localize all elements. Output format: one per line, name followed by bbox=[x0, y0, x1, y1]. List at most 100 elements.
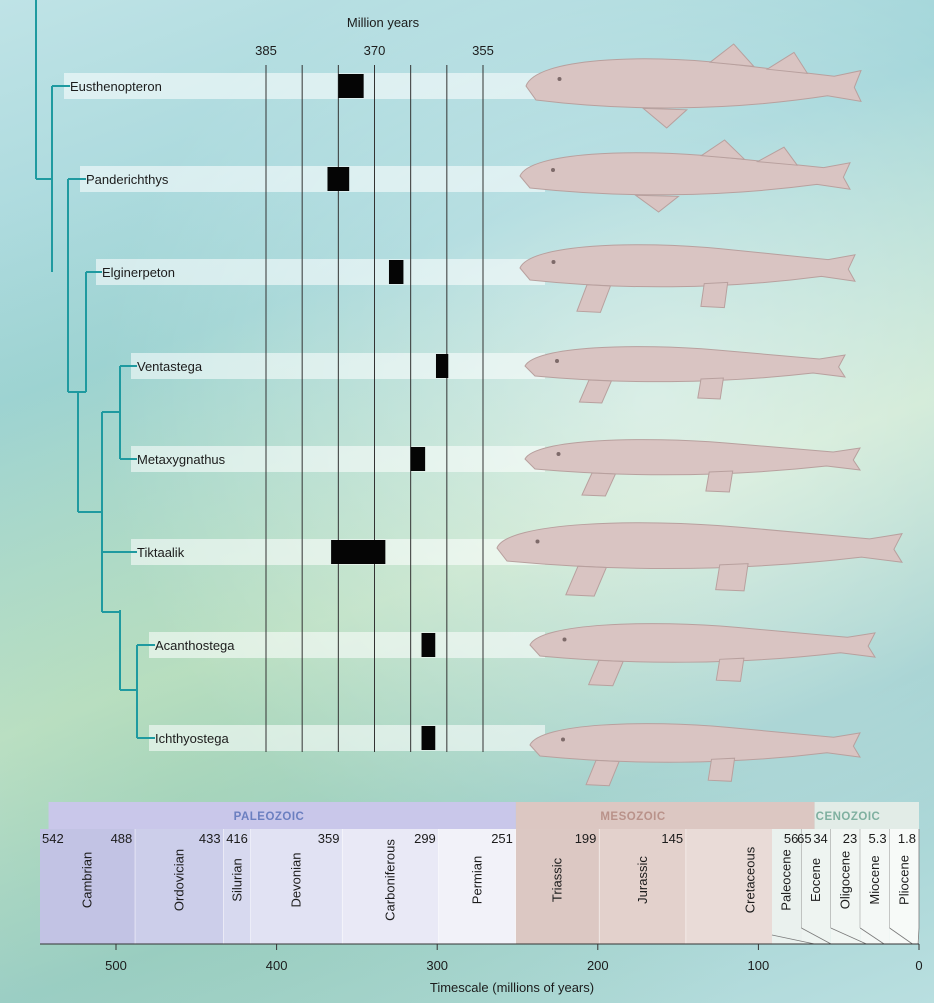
boundary-age-label: 23 bbox=[843, 831, 857, 846]
animal-body bbox=[530, 624, 875, 663]
hindlimb bbox=[716, 658, 744, 681]
animal-body bbox=[520, 245, 855, 287]
period-label: Permian bbox=[469, 856, 484, 904]
boundary-age-label: 416 bbox=[226, 831, 248, 846]
era-label: CENOZOIC bbox=[816, 811, 881, 823]
dorsal-fin bbox=[710, 44, 754, 66]
timescale-tick-label: 200 bbox=[587, 958, 609, 973]
taxon-label: Eusthenopteron bbox=[70, 79, 162, 94]
period-label: Pliocene bbox=[896, 855, 911, 905]
boundary-age-label: 5.3 bbox=[869, 831, 887, 846]
dorsal-fin bbox=[758, 147, 798, 165]
hindlimb bbox=[698, 378, 724, 399]
timescale-tick-label: 0 bbox=[915, 958, 922, 973]
eye-icon bbox=[561, 738, 565, 742]
stratigraphic-range-bar bbox=[327, 167, 349, 191]
stratigraphic-range-bar bbox=[338, 74, 363, 98]
period-label: Oligocene bbox=[838, 851, 853, 910]
period-label: Cambrian bbox=[80, 852, 95, 908]
acanthostega-figure bbox=[530, 624, 875, 686]
tiktaalik-figure bbox=[497, 523, 902, 596]
boundary-age-label: 542 bbox=[42, 831, 64, 846]
eye-icon bbox=[555, 359, 559, 363]
top-timeline: Million years 385 370 355EusthenopteronPand… bbox=[64, 15, 545, 752]
stratigraphic-range-bar bbox=[389, 260, 403, 284]
timescale-tick-label: 400 bbox=[266, 958, 288, 973]
boundary-age-label: 251 bbox=[491, 831, 513, 846]
period-label: Ordovician bbox=[171, 849, 186, 911]
dorsal-fin bbox=[767, 52, 807, 73]
eye-icon bbox=[551, 168, 555, 172]
elginerpeton-figure bbox=[520, 245, 855, 313]
eusthenopteron-figure bbox=[526, 44, 861, 128]
timescale-tick-label: 300 bbox=[426, 958, 448, 973]
stratigraphic-range-bar bbox=[331, 540, 385, 564]
period-label: Eocene bbox=[808, 858, 823, 902]
animal-silhouettes bbox=[497, 44, 902, 786]
eye-icon bbox=[557, 452, 561, 456]
ventastega-figure bbox=[525, 347, 845, 403]
pectoral-fin bbox=[643, 108, 687, 128]
taxon-label: Tiktaalik bbox=[137, 545, 185, 560]
taxon-label: Ventastega bbox=[137, 359, 203, 374]
boundary-age-label: 145 bbox=[661, 831, 683, 846]
metaxygnathus-figure bbox=[525, 440, 860, 496]
animal-body bbox=[525, 440, 860, 475]
boundary-age-label: 56 bbox=[784, 831, 798, 846]
period-label: Miocene bbox=[867, 855, 882, 904]
hindlimb bbox=[716, 564, 748, 591]
eye-icon bbox=[536, 540, 540, 544]
stratigraphic-range-bar bbox=[422, 633, 436, 657]
taxon-label: Elginerpeton bbox=[102, 265, 175, 280]
boundary-age-label: 34 bbox=[813, 831, 827, 846]
timeline-tick-label: 355 bbox=[472, 43, 494, 58]
era-label: PALEOZOIC bbox=[234, 811, 305, 823]
period-label: Carboniferous bbox=[383, 839, 398, 921]
timescale-tick-label: 500 bbox=[105, 958, 127, 973]
forelimb bbox=[579, 380, 611, 403]
hindlimb bbox=[701, 282, 728, 307]
boundary-age-label: 359 bbox=[318, 831, 340, 846]
forelimb bbox=[577, 285, 611, 313]
timeline-title: Million years bbox=[347, 15, 420, 30]
pectoral-fin bbox=[636, 195, 679, 212]
boundary-age-label: 488 bbox=[111, 831, 133, 846]
eye-icon bbox=[558, 77, 562, 81]
period-label: Paleocene bbox=[779, 849, 794, 910]
boundary-age-label: 199 bbox=[575, 831, 597, 846]
animal-body bbox=[530, 724, 860, 763]
period-label: Jurassic bbox=[635, 856, 650, 904]
timeline-tick-label: 385 bbox=[255, 43, 277, 58]
stratigraphic-range-bar bbox=[422, 726, 436, 750]
period-label: Cretaceous bbox=[742, 846, 757, 913]
taxon-label: Panderichthys bbox=[86, 172, 169, 187]
timeline-tick-label: 370 bbox=[364, 43, 386, 58]
dorsal-fin bbox=[702, 140, 745, 159]
period-label: Devonian bbox=[289, 853, 304, 908]
boundary-age-label: 1.8 bbox=[898, 831, 916, 846]
ichthyostega-figure bbox=[530, 724, 860, 786]
forelimb bbox=[566, 566, 607, 596]
era-label: MESOZOIC bbox=[600, 811, 665, 823]
animal-body bbox=[526, 59, 861, 108]
stratigraphic-range-bar bbox=[411, 447, 425, 471]
boundary-age-label: 433 bbox=[199, 831, 221, 846]
boundary-age-label: 299 bbox=[414, 831, 436, 846]
stratigraphic-range-bar bbox=[436, 354, 448, 378]
animal-body bbox=[497, 523, 902, 569]
taxon-label: Metaxygnathus bbox=[137, 452, 226, 467]
forelimb bbox=[582, 473, 616, 496]
eye-icon bbox=[552, 260, 556, 264]
timescale-tick-label: 100 bbox=[748, 958, 770, 973]
timescale-axis-label: Timescale (millions of years) bbox=[430, 980, 594, 995]
hindlimb bbox=[706, 471, 733, 492]
boundary-age-label: 65 bbox=[797, 831, 811, 846]
period-label: Silurian bbox=[229, 858, 244, 901]
panderichthys-figure bbox=[520, 140, 850, 212]
animal-body bbox=[520, 153, 850, 195]
taxon-label: Ichthyostega bbox=[155, 731, 229, 746]
hindlimb bbox=[708, 758, 734, 781]
